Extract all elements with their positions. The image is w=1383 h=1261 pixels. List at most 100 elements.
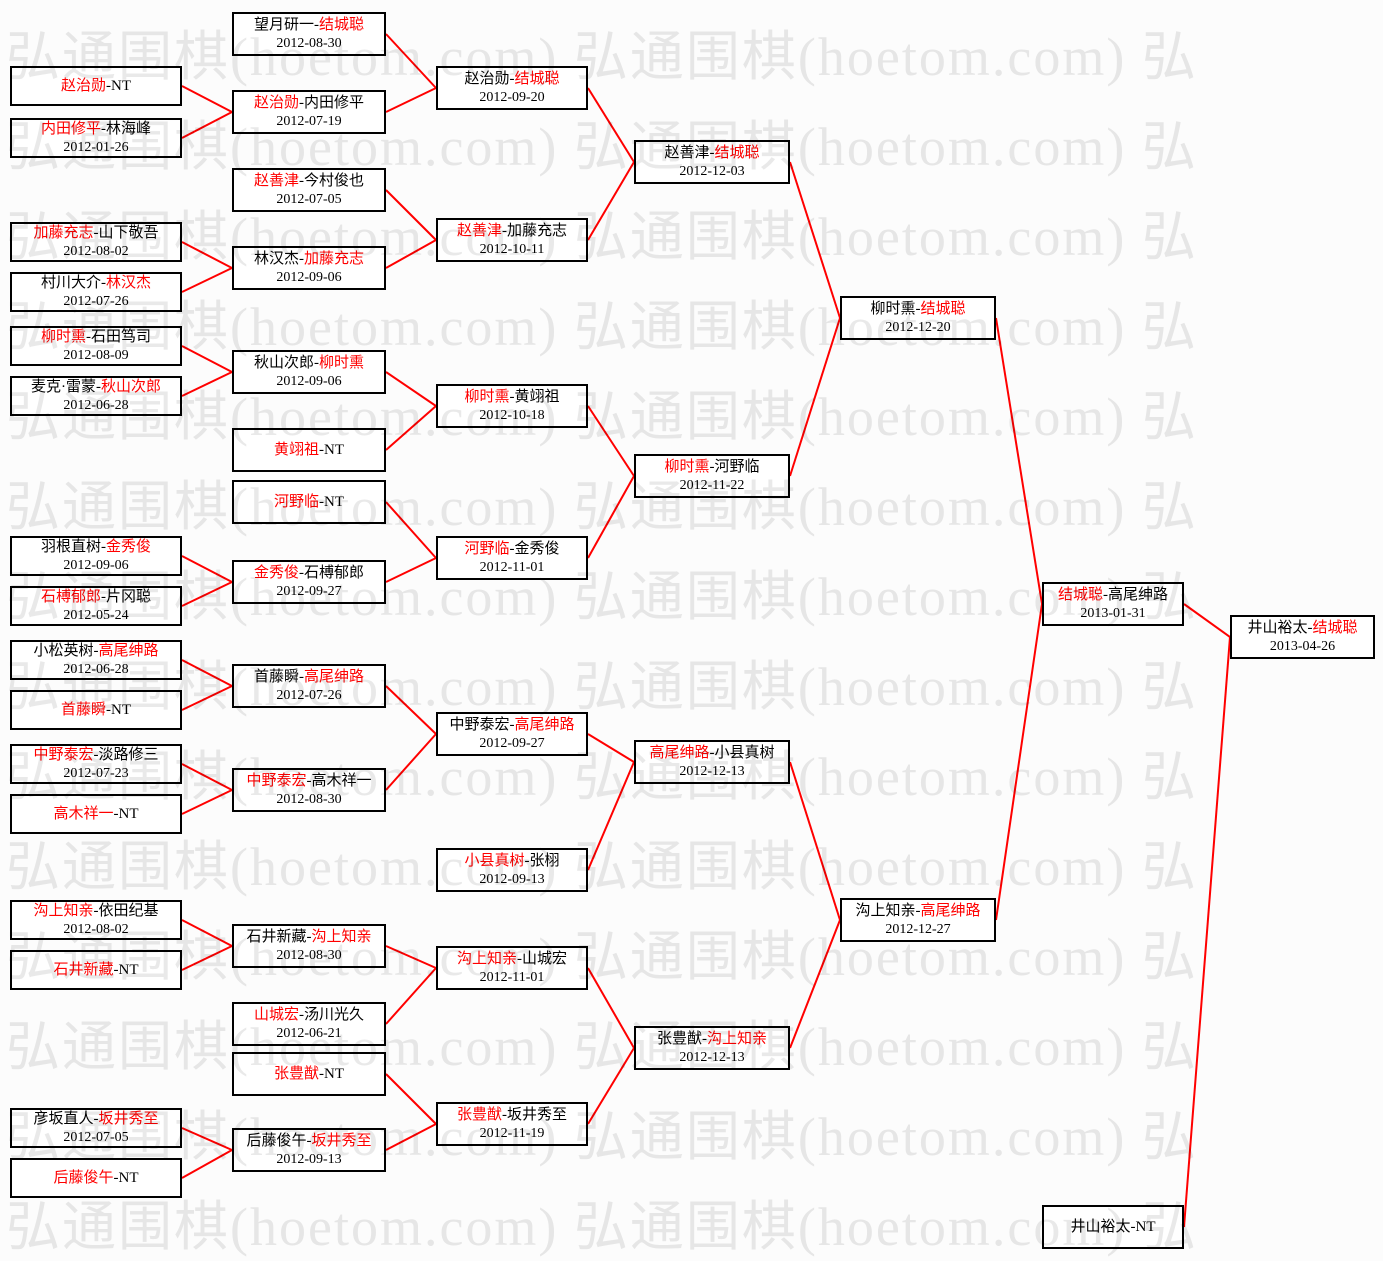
player-right: 秋山次郎 bbox=[100, 379, 161, 395]
match-date: 2012-08-30 bbox=[276, 36, 342, 51]
match-players: 沟上知亲-高尾绅路 bbox=[855, 903, 981, 919]
match-players: 赵治勋-内田修平 bbox=[253, 95, 365, 111]
player-right: 沟上知亲 bbox=[707, 1031, 768, 1047]
player-left: 后藤俊午 bbox=[246, 1133, 307, 1149]
match-players: 首藤瞬-NT bbox=[60, 702, 131, 718]
player-left: 高木祥一 bbox=[53, 806, 114, 822]
player-left: 小县真树 bbox=[464, 853, 525, 869]
player-right: 林汉杰 bbox=[106, 275, 152, 291]
player-right: 柳时熏 bbox=[319, 355, 365, 371]
match-box: 黄翊祖-NT bbox=[232, 428, 386, 472]
match-players: 柳时熏-石田笃司 bbox=[40, 329, 152, 345]
player-right: 河野临 bbox=[714, 459, 760, 475]
match-date: 2012-11-01 bbox=[479, 970, 545, 985]
match-players: 后藤俊午-NT bbox=[53, 1170, 139, 1186]
match-players: 柳时熏-黄翊祖 bbox=[464, 389, 560, 405]
match-players: 河野临-金秀俊 bbox=[464, 541, 560, 557]
match-players: 高尾绅路-小县真树 bbox=[649, 745, 775, 761]
player-left: 金秀俊 bbox=[253, 565, 299, 581]
match-date: 2012-11-01 bbox=[479, 560, 545, 575]
match-box: 柳时熏-石田笃司 2012-08-09 bbox=[10, 326, 182, 366]
player-left: 首藤瞬 bbox=[60, 702, 106, 718]
match-date: 2012-07-26 bbox=[63, 294, 129, 309]
player-left: 张豊猷 bbox=[273, 1066, 319, 1082]
player-right: NT bbox=[111, 702, 131, 718]
player-right: 高尾绅路 bbox=[920, 903, 981, 919]
match-players: 中野泰宏-高尾绅路 bbox=[449, 717, 575, 733]
player-left: 沟上知亲 bbox=[456, 951, 517, 967]
match-date: 2012-11-22 bbox=[679, 478, 745, 493]
player-left: 赵善津 bbox=[664, 145, 710, 161]
match-players: 赵善津-今村俊也 bbox=[253, 173, 365, 189]
match-players: 金秀俊-石榑郁郎 bbox=[253, 565, 365, 581]
match-players: 村川大介-林汉杰 bbox=[40, 275, 152, 291]
match-date: 2012-08-30 bbox=[276, 792, 342, 807]
match-players: 高木祥一-NT bbox=[53, 806, 139, 822]
player-left: 加藤充志 bbox=[33, 225, 94, 241]
player-right: NT bbox=[118, 1170, 139, 1186]
match-players: 张豊猷-坂井秀至 bbox=[456, 1107, 568, 1123]
player-right: 山下敬吾 bbox=[98, 225, 159, 241]
player-right: NT bbox=[118, 962, 139, 978]
player-right: 加藤充志 bbox=[507, 223, 568, 239]
player-right: 内田修平 bbox=[304, 95, 365, 111]
match-date: 2012-07-05 bbox=[276, 192, 342, 207]
player-right: 今村俊也 bbox=[304, 173, 365, 189]
match-players: 河野临-NT bbox=[273, 494, 344, 510]
match-players: 井山裕太-NT bbox=[1070, 1219, 1156, 1235]
match-players: 石榑郁郎-片冈聪 bbox=[40, 589, 152, 605]
player-right: 结城聪 bbox=[714, 145, 760, 161]
match-date: 2012-06-28 bbox=[63, 662, 129, 677]
player-right: 黄翊祖 bbox=[514, 389, 560, 405]
match-players: 秋山次郎-柳时熏 bbox=[253, 355, 365, 371]
match-players: 井山裕太-结城聪 bbox=[1247, 620, 1358, 636]
player-left: 赵善津 bbox=[456, 223, 502, 239]
match-date: 2012-07-19 bbox=[276, 114, 342, 129]
match-date: 2012-08-30 bbox=[276, 948, 342, 963]
match-date: 2012-08-02 bbox=[63, 922, 129, 937]
player-left: 村川大介 bbox=[40, 275, 101, 291]
player-right: 金秀俊 bbox=[514, 541, 560, 557]
player-left: 井山裕太 bbox=[1247, 620, 1308, 636]
player-right: 林海峰 bbox=[106, 121, 152, 137]
match-players: 赵治勋-NT bbox=[60, 78, 131, 94]
player-left: 石榑郁郎 bbox=[40, 589, 101, 605]
match-players: 加藤充志-山下敬吾 bbox=[33, 225, 159, 241]
player-right: 坂井秀至 bbox=[311, 1133, 372, 1149]
match-players: 林汉杰-加藤充志 bbox=[253, 251, 365, 267]
match-date: 2012-08-09 bbox=[63, 348, 129, 363]
match-box: 赵治勋-内田修平 2012-07-19 bbox=[232, 90, 386, 134]
match-date: 2012-07-05 bbox=[63, 1130, 129, 1145]
match-players: 张豊猷-NT bbox=[273, 1066, 344, 1082]
match-players: 赵善津-结城聪 bbox=[664, 145, 760, 161]
match-players: 石井新藏-NT bbox=[53, 962, 139, 978]
player-left: 中野泰宏 bbox=[246, 773, 307, 789]
match-date: 2012-05-24 bbox=[63, 608, 129, 623]
match-players: 中野泰宏-淡路修三 bbox=[33, 747, 159, 763]
player-right: 加藤充志 bbox=[304, 251, 365, 267]
player-right: 高尾绅路 bbox=[1108, 587, 1169, 603]
player-right: 沟上知亲 bbox=[311, 929, 372, 945]
player-right: NT bbox=[324, 1066, 344, 1082]
player-right: 高尾绅路 bbox=[514, 717, 575, 733]
match-date: 2012-09-06 bbox=[63, 558, 129, 573]
player-right: 结城聪 bbox=[1312, 620, 1358, 636]
match-players: 赵善津-加藤充志 bbox=[456, 223, 568, 239]
player-left: 赵治勋 bbox=[60, 78, 106, 94]
